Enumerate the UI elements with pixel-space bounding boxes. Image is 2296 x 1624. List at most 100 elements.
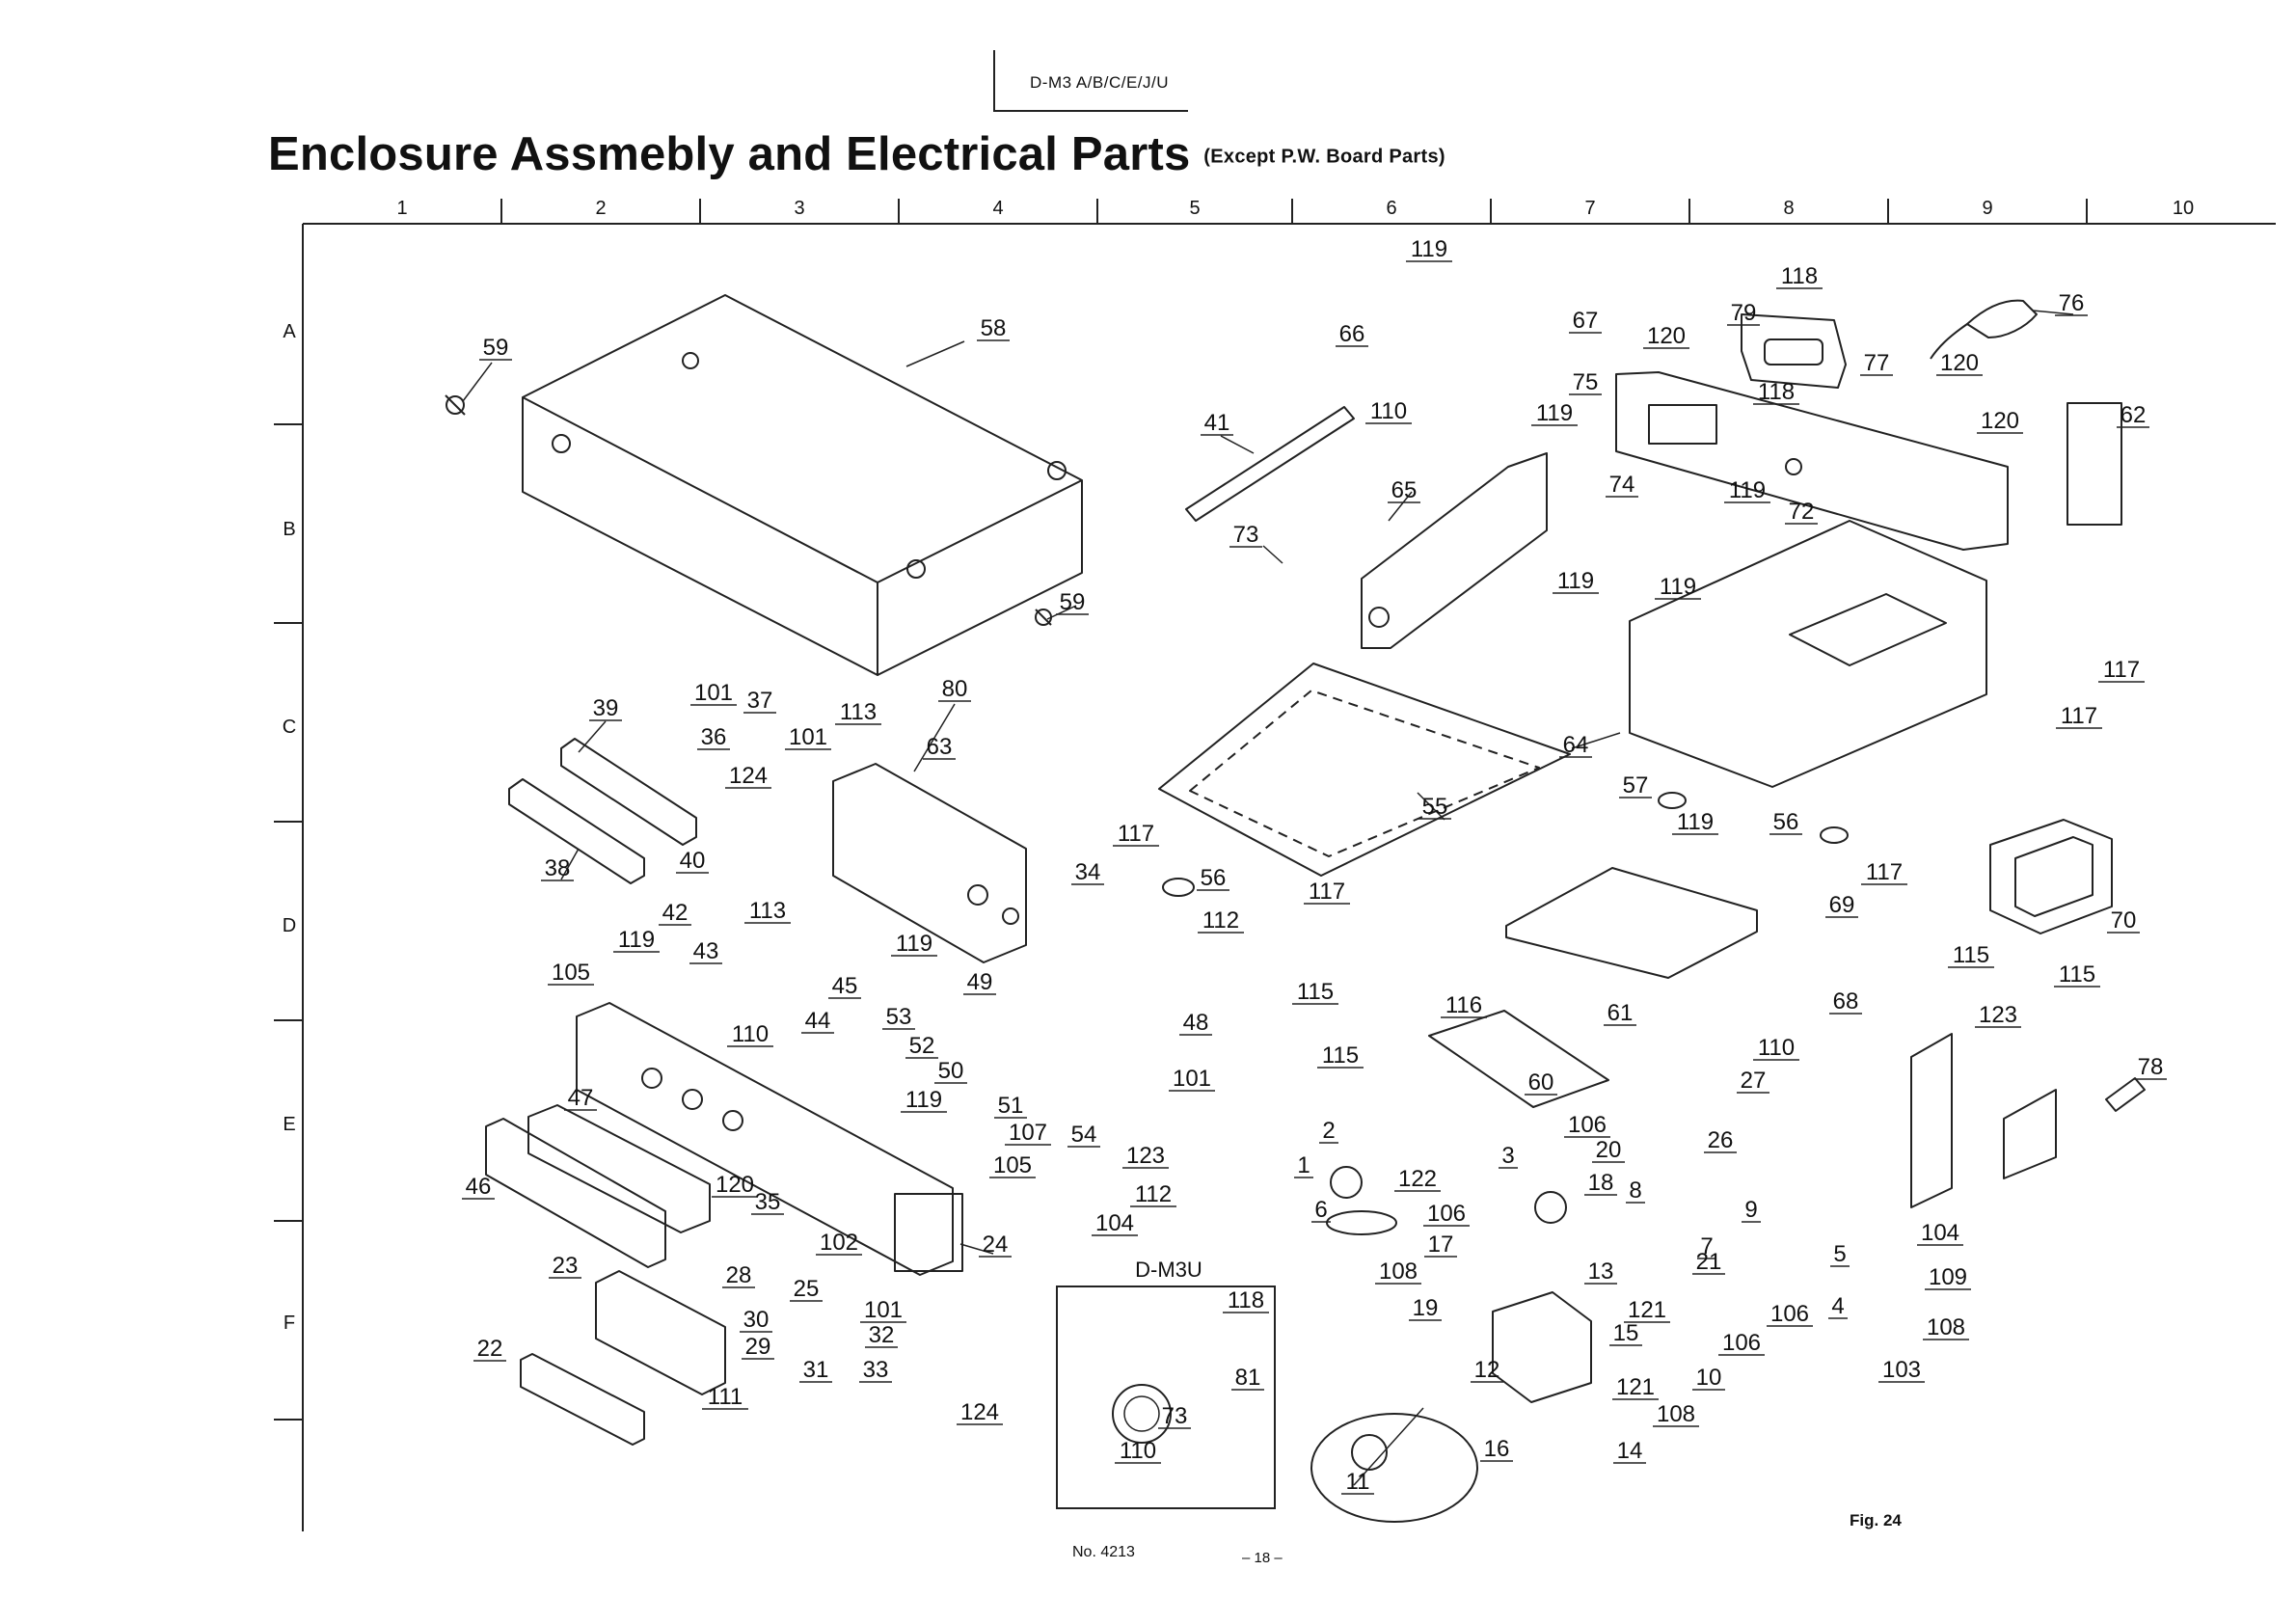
- model-box: [993, 50, 1188, 112]
- part-callout-117: 117: [2061, 703, 2097, 729]
- part-callout-69: 69: [1829, 892, 1855, 918]
- title-subtitle: (Except P.W. Board Parts): [1203, 146, 1445, 168]
- part-callout-120: 120: [716, 1172, 754, 1198]
- part-callout-115: 115: [2059, 961, 2095, 988]
- part-callout-36: 36: [701, 724, 727, 750]
- row-label: A: [283, 321, 296, 342]
- bracket-79-drawing: [1741, 313, 1847, 389]
- din-socket-drawing: [1112, 1384, 1172, 1444]
- part-callout-118: 118: [1758, 379, 1795, 405]
- part-callout-107: 107: [1009, 1120, 1047, 1146]
- col-label: 2: [595, 198, 606, 219]
- part-callout-56: 56: [1201, 865, 1227, 891]
- screw-drawings: [445, 394, 1052, 626]
- fuse-drawing: [2105, 1077, 2146, 1112]
- part-callout-121: 121: [1628, 1297, 1666, 1323]
- title-text: Enclosure Assmebly and Electrical Parts: [268, 128, 1191, 180]
- col-label: 3: [794, 198, 804, 219]
- part-callout-106: 106: [1568, 1112, 1607, 1138]
- door-46-drawing: [485, 1118, 666, 1268]
- part-callout-119: 119: [1677, 809, 1714, 835]
- page-title: Enclosure Assmebly and Electrical Parts …: [268, 127, 1445, 181]
- mechanism-plate-drawing: [1428, 1010, 1609, 1108]
- inset-frame: [1056, 1286, 1276, 1509]
- mechanism-base-drawing: [1492, 1291, 1592, 1403]
- part-callout-111: 111: [708, 1384, 743, 1410]
- part-callout-32: 32: [869, 1322, 895, 1348]
- part-callout-46: 46: [466, 1174, 492, 1200]
- part-callout-110: 110: [732, 1021, 769, 1047]
- part-callout-119: 119: [905, 1087, 942, 1113]
- part-callout-37: 37: [747, 688, 773, 714]
- power-plug-drawing: [1930, 299, 2038, 360]
- part-callout-17: 17: [1428, 1232, 1454, 1258]
- part-callout-11: 11: [1346, 1469, 1370, 1495]
- part-callout-112: 112: [1135, 1181, 1172, 1207]
- part-callout-117: 117: [1118, 821, 1154, 847]
- part-callout-49: 49: [967, 969, 993, 995]
- part-callout-60: 60: [1528, 1069, 1554, 1096]
- col-label: 4: [992, 198, 1003, 219]
- part-callout-106: 106: [1722, 1330, 1761, 1356]
- part-callout-21: 21: [1696, 1249, 1722, 1275]
- part-callout-59: 59: [483, 335, 509, 361]
- part-callout-13: 13: [1588, 1259, 1614, 1285]
- col-label: 10: [2173, 198, 2194, 219]
- part-callout-120: 120: [1647, 323, 1686, 349]
- part-callout-12: 12: [1474, 1357, 1500, 1383]
- part-callout-26: 26: [1708, 1127, 1734, 1153]
- part-callout-105: 105: [552, 960, 590, 986]
- foot-56b-drawing: [1820, 826, 1849, 844]
- part-callout-33: 33: [863, 1357, 889, 1383]
- column-labels: 1 2 3 4 5 6 7 8 9 10: [396, 198, 2194, 219]
- part-callout-5: 5: [1833, 1241, 1846, 1267]
- part-callout-113: 113: [840, 699, 877, 725]
- chassis-side-drawing: [1361, 452, 1548, 649]
- part-callout-120: 120: [1940, 350, 1979, 376]
- part-callout-7: 7: [1700, 1233, 1713, 1259]
- part-callout-113: 113: [749, 898, 786, 924]
- part-callout-101: 101: [864, 1297, 903, 1323]
- part-callout-53: 53: [886, 1004, 912, 1030]
- part-callout-119: 119: [1557, 568, 1594, 594]
- part-callout-58: 58: [981, 315, 1007, 341]
- part-callout-30: 30: [743, 1307, 770, 1333]
- rail-38-drawing: [508, 778, 645, 884]
- inset-d-m3u: D-M3U: [1056, 1258, 1276, 1509]
- part-callout-43: 43: [693, 938, 719, 964]
- part-callout-18: 18: [1588, 1170, 1614, 1196]
- side-rail-drawing: [1910, 1033, 1953, 1208]
- part-callout-119: 119: [1536, 400, 1573, 426]
- gear-drawing: [1534, 1191, 1567, 1224]
- part-callout-10: 10: [1696, 1365, 1722, 1391]
- part-callout-34: 34: [1075, 859, 1101, 885]
- part-callout-23: 23: [553, 1253, 579, 1279]
- display-window-drawing: [527, 1104, 711, 1233]
- part-callout-44: 44: [805, 1008, 831, 1034]
- part-callout-4: 4: [1831, 1293, 1844, 1319]
- part-callout-24: 24: [983, 1232, 1009, 1258]
- rail-39-drawing: [560, 738, 697, 846]
- part-callout-66: 66: [1339, 321, 1365, 347]
- part-callout-51: 51: [998, 1093, 1024, 1119]
- part-callout-120: 120: [1981, 408, 2019, 434]
- part-callout-115: 115: [1322, 1042, 1359, 1069]
- door-22-drawing: [520, 1353, 645, 1446]
- part-callout-101: 101: [694, 680, 733, 706]
- col-label: 8: [1783, 198, 1794, 219]
- part-callout-119: 119: [1729, 477, 1766, 503]
- part-callout-41: 41: [1204, 410, 1230, 436]
- main-chassis-drawing: [1629, 520, 1987, 788]
- part-callout-63: 63: [927, 734, 953, 760]
- part-callout-108: 108: [1927, 1314, 1965, 1340]
- door-23-drawing: [595, 1270, 726, 1395]
- row-label: C: [283, 717, 296, 738]
- row-labels: A B C D E F: [283, 321, 297, 1334]
- part-callout-119: 119: [1411, 236, 1447, 262]
- part-callout-38: 38: [545, 855, 571, 881]
- part-callout-61: 61: [1607, 1000, 1634, 1026]
- part-callout-64: 64: [1563, 732, 1589, 758]
- part-callout-75: 75: [1573, 369, 1599, 395]
